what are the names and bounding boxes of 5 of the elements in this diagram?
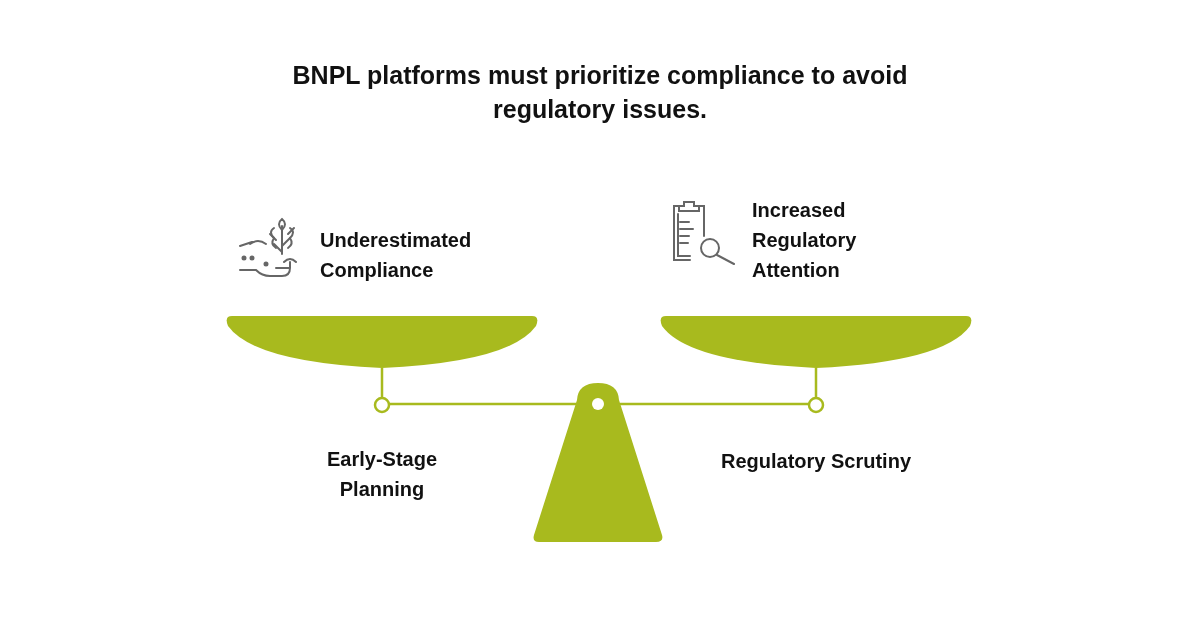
caption-text: Underestimated Compliance	[320, 228, 473, 283]
caption-text: Early-Stage Planning	[325, 447, 439, 502]
title: BNPL platforms must prioritize compliance to avoid regulatory issues.	[291, 60, 909, 125]
caption-text: Increased Regulatory Attention	[752, 198, 858, 283]
caption-text: Regulatory Scrutiny	[719, 449, 912, 474]
